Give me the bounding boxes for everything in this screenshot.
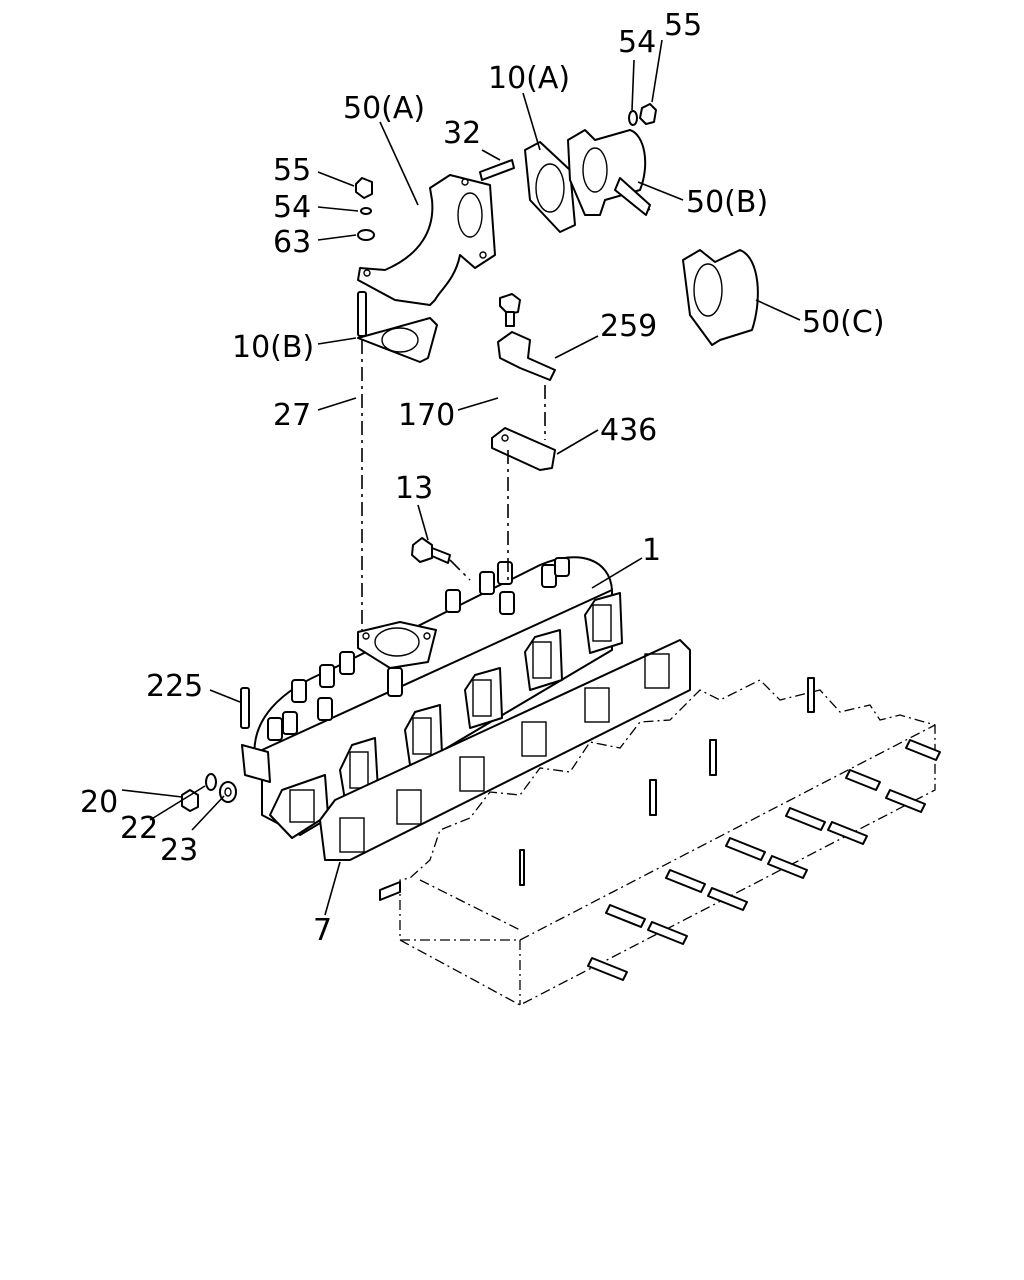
label-23: 23 [160, 833, 198, 868]
bracket-259 [497, 331, 556, 381]
stud-27 [357, 291, 367, 337]
label-55-left: 55 [273, 153, 311, 188]
label-50B: 50(B) [686, 185, 768, 220]
label-54-left: 54 [273, 190, 311, 225]
washer-54-nut-55-top [628, 103, 657, 126]
leader-lines [121, 39, 801, 916]
label-54-top: 54 [618, 25, 656, 60]
label-13: 13 [395, 471, 433, 506]
nut-20 [181, 789, 199, 812]
label-22: 22 [120, 811, 158, 846]
cylinder-head [379, 677, 941, 1006]
washer-23 [219, 781, 237, 803]
manifold-bosses [267, 557, 570, 741]
label-7: 7 [313, 913, 332, 948]
label-10A: 10(A) [488, 61, 570, 96]
pipe-50C [682, 249, 759, 346]
plate-436 [491, 427, 556, 471]
stud-32 [479, 159, 515, 181]
washer-22 [205, 773, 217, 791]
gasket-10B [357, 317, 438, 363]
exhaust-manifold [241, 556, 623, 839]
manifold-gasket [319, 639, 691, 861]
label-436: 436 [600, 413, 657, 448]
label-170: 170 [398, 398, 455, 433]
label-1: 1 [642, 533, 661, 568]
label-27: 27 [273, 398, 311, 433]
bolt-170 [499, 293, 521, 327]
callout-labels: 50(A) 32 10(A) 54 55 50(B) 55 54 63 10(B… [80, 8, 885, 948]
stud-225 [240, 687, 250, 729]
label-63: 63 [273, 225, 311, 260]
nut-washer-stack [355, 177, 375, 241]
label-55-top: 55 [664, 8, 702, 43]
bolt-13 [411, 537, 451, 564]
label-50C: 50(C) [802, 305, 885, 340]
pipe-50B [567, 129, 651, 216]
label-259: 259 [600, 309, 657, 344]
head-studs [379, 677, 941, 981]
label-10B: 10(B) [232, 330, 314, 365]
assembly-centerlines [361, 340, 546, 630]
gasket-10A [524, 141, 576, 233]
exhaust-elbow-50A [357, 174, 496, 306]
label-225: 225 [146, 669, 203, 704]
label-20: 20 [80, 785, 118, 820]
label-32: 32 [443, 116, 481, 151]
manifold-outlet-flanges [269, 592, 623, 839]
label-50A: 50(A) [343, 91, 425, 126]
